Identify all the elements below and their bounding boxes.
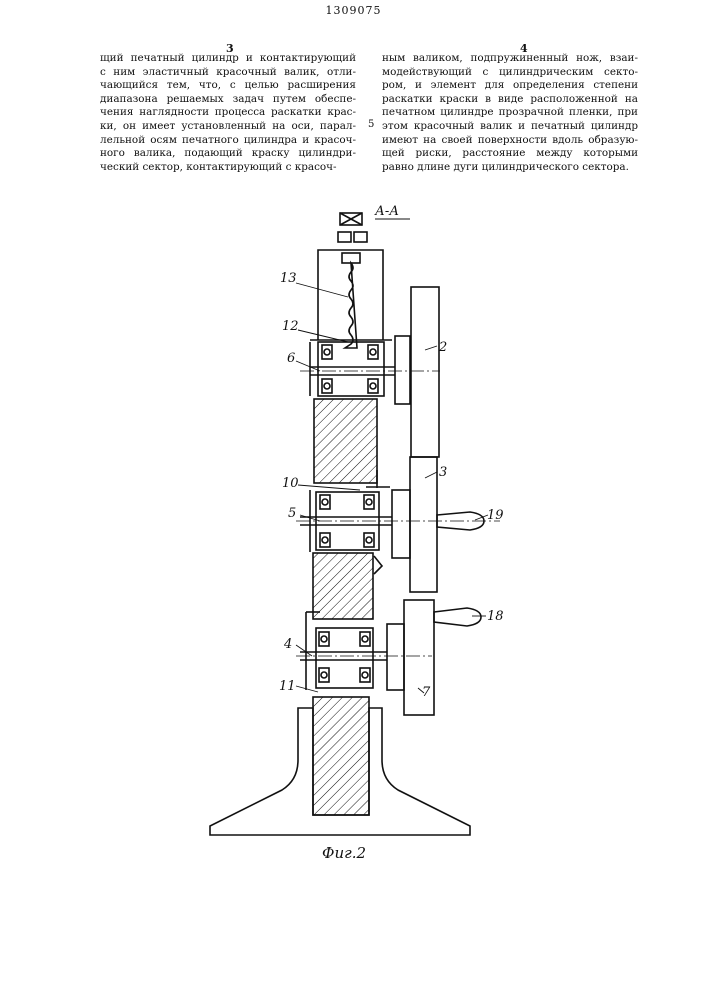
part-label-2: 2 — [438, 340, 447, 355]
text-line: с ним эластичный красочный валик, отли- — [100, 66, 356, 80]
part-label-19: 19 — [487, 508, 504, 523]
text-line: чения наглядности процесса раскатки крас… — [100, 106, 356, 120]
hub-6 — [395, 336, 410, 404]
bearing-housing-4 — [316, 628, 373, 688]
hub-5 — [392, 490, 410, 558]
text-line: чающийся тем, что, с целью расширения — [100, 79, 356, 93]
handle-18 — [434, 608, 481, 626]
text-line: раскатки краски в виде расположенной на — [382, 93, 638, 107]
printing-cylinder — [314, 399, 377, 483]
part-label-13: 13 — [280, 271, 297, 286]
figure-caption: Фиг.2 — [322, 844, 366, 862]
text-line: ром, и элемент для определения степени — [382, 79, 638, 93]
text-line: ного валика, подающий краску цилиндри- — [100, 147, 356, 161]
spring-top-block — [342, 253, 360, 263]
part-label-7: 7 — [422, 685, 431, 700]
text-line: модействующий с цилиндрическим секто- — [382, 66, 638, 80]
ink-roller — [313, 553, 373, 619]
patent-number: 1309075 — [0, 4, 707, 17]
text-line: этом красочный валик и печатный цилиндр — [382, 120, 638, 134]
part-label-5: 5 — [288, 506, 296, 521]
text-line: щей риски, расстояние между которыми — [382, 147, 638, 161]
section-label: А-А — [374, 204, 399, 219]
margin-line-marker: 5 — [368, 119, 374, 130]
bearing-housing-6 — [318, 342, 384, 396]
disc-3 — [410, 457, 437, 592]
part-label-18: 18 — [487, 609, 504, 624]
part-label-12: 12 — [282, 319, 299, 334]
coupling-lower — [354, 232, 367, 242]
part-label-10: 10 — [282, 476, 299, 491]
coupling-upper — [338, 232, 351, 242]
text-line: имеют на своей поверхности вдоль образую… — [382, 134, 638, 148]
text-line: ки, он имеет установленный на оси, парал… — [100, 120, 356, 134]
hub-4 — [387, 624, 404, 690]
base-column — [313, 697, 369, 815]
part-label-6: 6 — [287, 351, 295, 366]
part-label-4: 4 — [283, 637, 292, 652]
part-label-3: 3 — [439, 465, 447, 480]
part-label-11: 11 — [279, 679, 296, 694]
text-line: ческий сектор, контактирующий с красоч- — [100, 161, 356, 175]
spring-13 — [345, 263, 357, 348]
left-text-column: щий печатный цилиндр и контактирующий с … — [100, 52, 356, 174]
text-line: лельной осям печатного цилиндра и красоч… — [100, 134, 356, 148]
text-line: печатном цилиндре прозрачной пленки, при — [382, 106, 638, 120]
text-line: диапазона решаемых задач путем обеспе- — [100, 93, 356, 107]
right-text-column: ным валиком, подпружиненный нож, взаи- м… — [382, 52, 638, 174]
technical-drawing: А-А 13 12 6 2 3 10 5 19 18 4 11 7 Фиг.2 — [0, 180, 707, 880]
text-line: равно длине дуги цилиндрического сектора… — [382, 161, 638, 175]
text-line: ным валиком, подпружиненный нож, взаи- — [382, 52, 638, 66]
disc-2 — [411, 287, 439, 457]
text-line: щий печатный цилиндр и контактирующий — [100, 52, 356, 66]
